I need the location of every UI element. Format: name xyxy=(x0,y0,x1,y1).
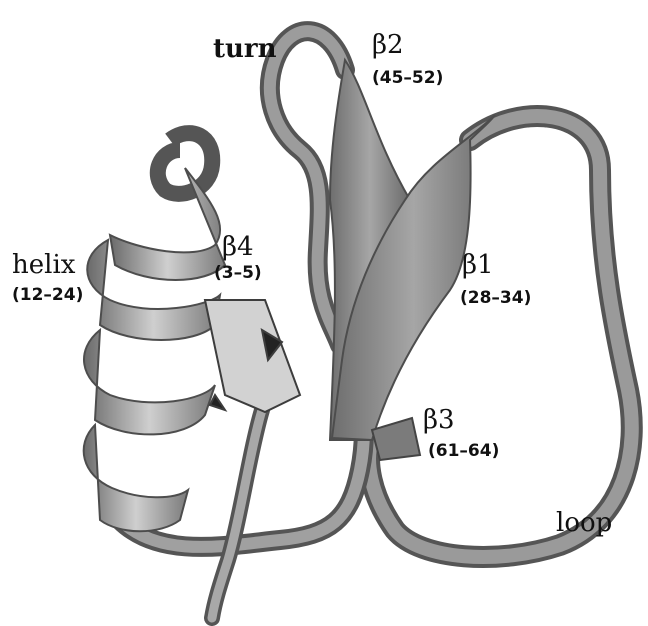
beta2-range: (45–52) xyxy=(372,68,443,88)
helix-range: (12–24) xyxy=(12,285,83,305)
helix-ribbon xyxy=(84,133,225,531)
beta4-label: β4 xyxy=(222,232,254,262)
beta4-arrow xyxy=(205,300,300,412)
beta4-range: (3–5) xyxy=(214,263,262,283)
beta1-label: β1 xyxy=(462,250,494,280)
beta3-range: (61–64) xyxy=(428,441,499,461)
beta3-label: β3 xyxy=(423,405,455,435)
turn-label: turn xyxy=(213,34,277,64)
beta2-label: β2 xyxy=(372,30,404,60)
loop-label: loop xyxy=(556,508,612,538)
beta1-range: (28–34) xyxy=(460,288,531,308)
beta3-strand xyxy=(372,418,420,460)
helix-label: helix xyxy=(12,250,75,280)
